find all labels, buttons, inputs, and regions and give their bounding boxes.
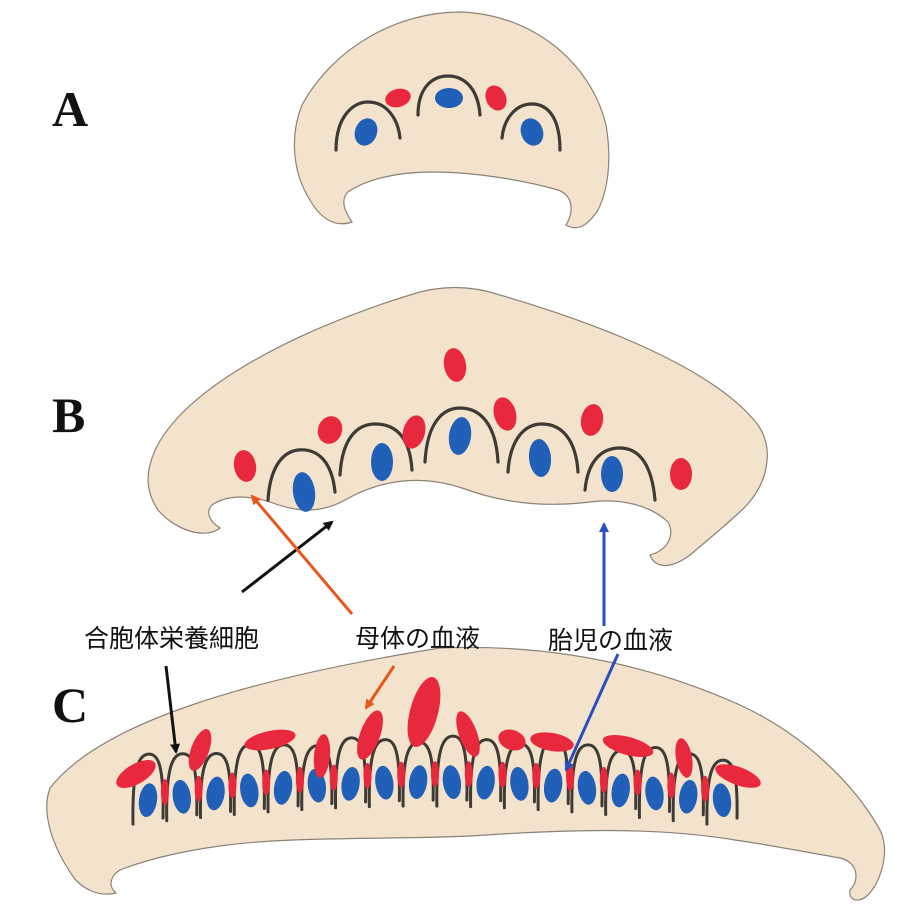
maternal-blood-small: [363, 763, 371, 789]
panel-c: [47, 647, 885, 900]
panel-a: [294, 12, 608, 228]
label-syncytiotrophoblast: 合胞体栄養細胞: [84, 626, 259, 651]
maternal-blood-small: [161, 779, 169, 805]
arrow-syncytio-to-b: [242, 522, 332, 592]
maternal-blood-small: [701, 776, 709, 802]
panel-label-b: B: [52, 390, 85, 440]
panel-b: [148, 288, 767, 566]
maternal-blood-small: [228, 772, 236, 798]
maternal-blood-small: [262, 769, 270, 795]
maternal-blood-small: [667, 772, 675, 798]
arrow-maternal-to-b: [252, 496, 352, 614]
maternal-blood-small: [330, 765, 338, 791]
maternal-blood-small: [499, 762, 507, 788]
maternal-blood-small: [532, 763, 540, 789]
maternal-blood-small: [296, 767, 304, 793]
label-maternal-blood: 母体の血液: [355, 626, 480, 651]
maternal-blood-small: [195, 776, 203, 802]
maternal-blood-small: [465, 761, 473, 787]
label-fetal-blood: 胎児の血液: [548, 628, 673, 653]
panel-label-c: C: [52, 680, 88, 730]
maternal-blood-small: [397, 762, 405, 788]
maternal-blood-small: [431, 761, 439, 787]
maternal-blood-small: [634, 769, 642, 795]
panel-label-a: A: [52, 84, 88, 134]
maternal-blood-small: [600, 767, 608, 793]
